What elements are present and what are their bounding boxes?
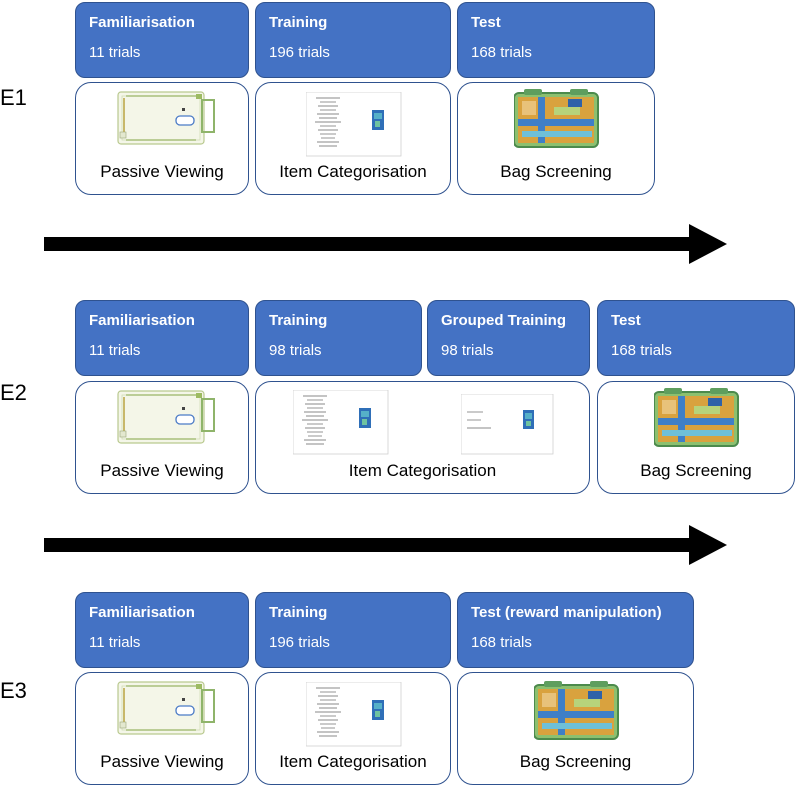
task-item-categorisation: Item Categorisation: [255, 82, 451, 195]
phase-trials: 11 trials: [89, 44, 141, 61]
categorisation-screen-image: [306, 92, 402, 157]
task-label: Item Categorisation: [279, 752, 427, 771]
phase-title: Familiarisation: [89, 312, 195, 329]
phase-title: Grouped Training: [441, 312, 567, 329]
phase-test: Test 168 trials: [597, 300, 795, 376]
phase-training: Training 196 trials: [255, 592, 451, 668]
task-bag-screening: Bag Screening: [457, 82, 655, 195]
task-label: Item Categorisation: [279, 162, 427, 181]
task-label: Bag Screening: [500, 162, 612, 181]
phase-title: Familiarisation: [89, 604, 195, 621]
phase-test: Test 168 trials: [457, 2, 655, 78]
phase-trials: 168 trials: [471, 44, 532, 61]
task-label: Passive Viewing: [100, 752, 224, 771]
phase-trials: 11 trials: [89, 634, 141, 651]
task-bag-screening: Bag Screening: [597, 381, 795, 494]
phase-familiarisation: Familiarisation 11 trials: [75, 2, 249, 78]
xray-empty-bag-image: [117, 91, 215, 145]
task-label: Item Categorisation: [348, 461, 497, 480]
experiment-label: E1: [0, 85, 27, 110]
xray-empty-bag-image: [117, 681, 215, 735]
phase-trials: 196 trials: [269, 44, 330, 61]
phase-title: Test: [471, 14, 501, 31]
xray-bag-image: [654, 388, 739, 447]
task-passive-viewing: Passive Viewing: [75, 672, 249, 785]
xray-bag-image: [514, 89, 599, 148]
xray-bag-image: [534, 681, 619, 740]
phase-familiarisation: Familiarisation 11 trials: [75, 300, 249, 376]
phase-trials: 168 trials: [471, 634, 532, 651]
phase-title: Test: [611, 312, 641, 329]
categorisation-screen-image: [306, 682, 402, 747]
task-label: Passive Viewing: [100, 461, 224, 480]
phase-familiarisation: Familiarisation 11 trials: [75, 592, 249, 668]
phase-training: Training 196 trials: [255, 2, 451, 78]
task-item-categorisation: Item Categorisation: [255, 381, 590, 494]
task-passive-viewing: Passive Viewing: [75, 82, 249, 195]
phase-training: Training 98 trials: [255, 300, 422, 376]
categorisation-screen-image: [293, 390, 389, 455]
grouped-categorisation-screen-image: [461, 394, 554, 455]
phase-trials: 98 trials: [441, 342, 494, 359]
task-item-categorisation: Item Categorisation: [255, 672, 451, 785]
phase-trials: 98 trials: [269, 342, 322, 359]
phase-title: Familiarisation: [89, 14, 195, 31]
phase-title: Training: [269, 312, 328, 329]
task-passive-viewing: Passive Viewing: [75, 381, 249, 494]
xray-empty-bag-image: [117, 390, 215, 444]
experiment-label: E2: [0, 380, 27, 405]
phase-grouped-training: Grouped Training 98 trials: [427, 300, 590, 376]
phase-trials: 11 trials: [89, 342, 141, 359]
phase-trials: 196 trials: [269, 634, 330, 651]
phase-title: Training: [269, 604, 328, 621]
phase-test: Test (reward manipulation) 168 trials: [457, 592, 694, 668]
task-label: Bag Screening: [519, 752, 632, 771]
task-label: Passive Viewing: [100, 162, 224, 181]
experiment-label: E3: [0, 678, 27, 703]
task-label: Bag Screening: [640, 461, 752, 480]
phase-title: Training: [269, 14, 328, 31]
phase-title: Test (reward manipulation): [471, 604, 662, 621]
task-bag-screening: Bag Screening: [457, 672, 694, 785]
phase-trials: 168 trials: [611, 342, 672, 359]
